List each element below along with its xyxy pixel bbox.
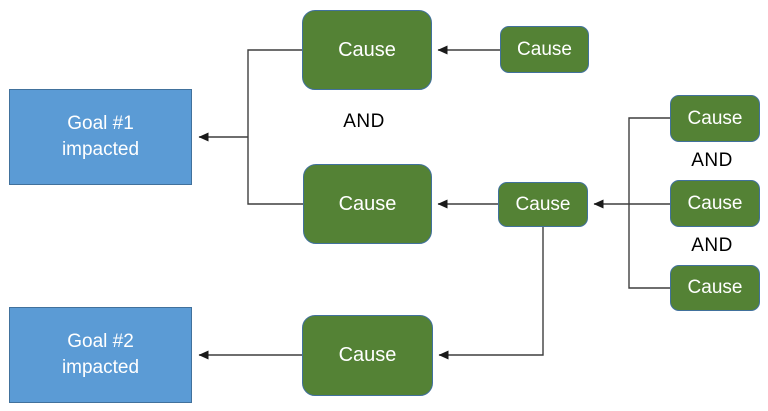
cause-bottom-box: Cause: [302, 315, 433, 396]
cause-mid-main-box: Cause: [303, 164, 432, 244]
cause-top-main-label: Cause: [338, 38, 396, 61]
goal-1-box: Goal #1 impacted: [9, 89, 192, 185]
cause-right-2-box: Cause: [670, 180, 760, 227]
cause-top-feeder-box: Cause: [500, 26, 589, 73]
cause-mid-main-label: Cause: [338, 192, 397, 215]
cause-mid-feeder-box: Cause: [498, 182, 588, 227]
cause-top-main-box: Cause: [302, 10, 432, 90]
arrow-mid-feeder-to-bottom-cause: [438, 227, 544, 360]
goal-2-label: Goal #2 impacted: [61, 331, 140, 378]
cause-right-1-label: Cause: [687, 107, 743, 129]
cause-right-2-label: Cause: [687, 192, 743, 214]
and-operator-left: AND: [343, 111, 385, 132]
goal-1-label: Goal #1 impacted: [61, 113, 140, 160]
cause-mid-feeder-label: Cause: [515, 193, 571, 215]
bracket-right-and-group: [628, 117, 670, 289]
cause-right-3-box: Cause: [670, 265, 760, 311]
cause-bottom-label: Cause: [338, 344, 397, 366]
cause-right-3-label: Cause: [687, 277, 743, 298]
cause-top-feeder-label: Cause: [517, 38, 572, 60]
bracket-left-and-group: [247, 49, 303, 205]
and-operator-right-1: AND: [691, 150, 733, 171]
goal-2-box: Goal #2 impacted: [9, 307, 192, 403]
and-operator-right-2: AND: [691, 235, 733, 256]
cause-right-1-box: Cause: [670, 95, 760, 142]
